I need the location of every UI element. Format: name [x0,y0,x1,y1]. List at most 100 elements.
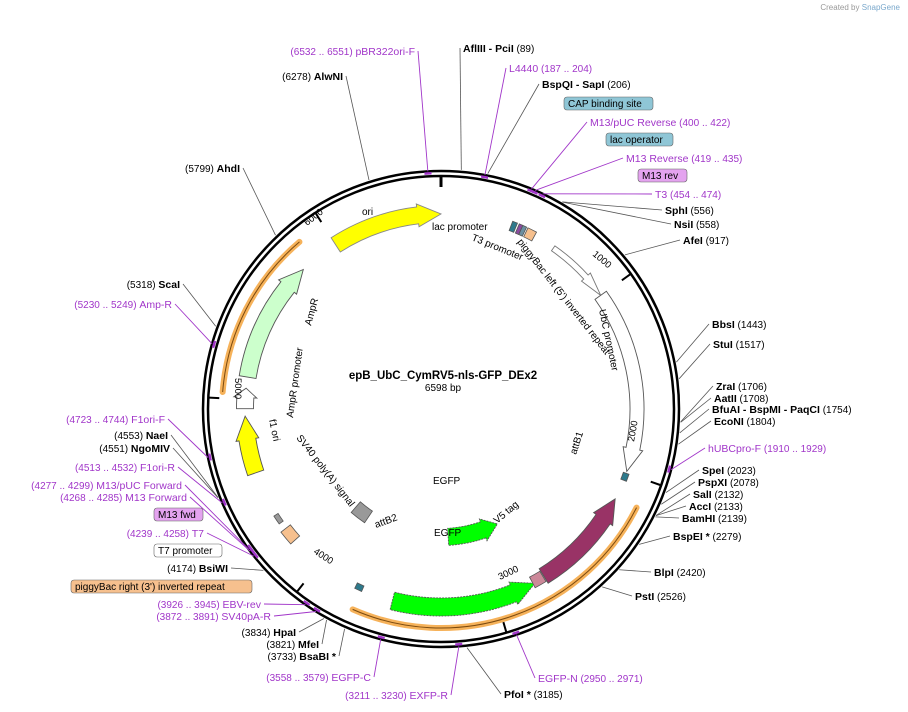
site-name: SalI [693,489,712,501]
site-name: AhdI [217,163,240,175]
primer-name: F1ori-R [140,462,175,474]
feature-label-ampr-promoter: AmpR promoter [285,346,306,418]
primer-leader-1 [484,67,507,176]
feature-label-egfp-outer: EGFP [434,528,462,539]
primer-leader-11 [206,532,255,557]
plasmid-size: 6598 bp [425,383,462,394]
ampr-arrow [238,268,304,380]
site-label-7: ZraI (1706) [716,381,767,393]
site-pos: (917) [703,236,729,247]
primer-leader-6 [516,634,536,679]
site-pos: (3185) [531,690,563,701]
primer-mark-5 [667,465,672,473]
tick-label-1000: 1000 [590,249,613,271]
primer-label-1: L4440 (187 .. 204) [509,63,592,75]
primer-label-7: (3211 .. 3230) EXFP-R [345,690,448,702]
egfp-outer-arrow [389,581,536,617]
cymr-arrow [538,498,616,584]
site-pos: (206) [604,80,630,91]
primer-label-4: T3 (454 .. 474) [655,189,721,201]
leader-24 [172,447,219,498]
site-name: ZraI [716,381,735,393]
primer-range: (3211 .. 3230) [345,691,409,702]
site-name: NgoMIV [131,443,170,455]
site-name: HpaI [273,627,296,639]
cap-binding-site-label: CAP binding site [568,99,642,110]
tick-label-3000: 3000 [497,564,521,583]
site-pos: (1517) [733,340,765,351]
primer-name: EBV-rev [222,599,261,611]
site-pos: (1706) [735,382,767,393]
feature-label-lac-promoter: lac promoter [432,222,488,233]
primer-leader-8 [373,639,382,678]
site-name: PfoI * [504,689,532,701]
site-label-9: BfuAI - BspMI - PaqCI (1754) [712,404,852,416]
site-label-24: (4551) NgoMIV [99,443,170,455]
backbone-inner-ring [206,174,676,644]
primer-label-3: M13 Reverse (419 .. 435) [626,153,742,165]
primer-name: pBR322ori-F [355,46,415,58]
site-label-23: (4174) BsiWI [167,563,228,575]
site-name: BsiWI [199,563,228,575]
site-label-3: NsiI (558) [674,219,719,231]
primer-label-11: (4239 .. 4258) T7 [127,528,204,540]
site-name: PstI [635,591,654,603]
feature-label-attb2: attB2 [373,512,399,530]
site-name: AflIII [463,43,486,55]
leader-3 [562,201,672,225]
site-name: PspXI [698,477,727,489]
site-label-4: AfeI (917) [683,235,729,247]
primer-leader-3 [534,157,624,191]
primer-range: (4239 .. 4258) [127,529,192,540]
site-name2: - PciI [486,43,514,55]
primer-name: EXFP-R [409,690,448,702]
m13-fwd-label: M13 fwd [158,510,196,521]
site-pos: (4174) [167,564,199,575]
site-pos: (1754) [820,405,852,416]
site-name: AccI [689,501,711,513]
primer-mark-8 [377,635,385,640]
highlight-arc-ampr-core [222,241,300,393]
plasmid-name: epB_UbC_CymRV5-nls-GFP_DEx2 [349,370,537,382]
primer-leader-2 [531,121,588,190]
feature-label-v5-tag: V5 tag [492,499,521,526]
site-pos: (558) [693,220,719,231]
primer-mark-1 [480,175,489,179]
ubc-promoter-arrow [594,290,645,473]
site-label-6: StuI (1517) [713,339,765,351]
primer-label-6: EGFP-N (2950 .. 2971) [538,673,643,685]
tick-marks [209,177,661,632]
leader-9 [679,408,710,434]
primer-range: (4277 .. 4299) [31,481,96,492]
site-pos: (2132) [712,490,744,501]
t3-promoter-block [523,227,538,242]
leader-16 [639,535,671,545]
feature-label-f1ori: f1 ori [266,418,281,442]
snapgene-logo-text: SnapGene [861,3,900,12]
site-label-13: SalI (2132) [693,489,743,501]
primer-label-15: (4723 .. 4744) F1ori-F [66,414,165,426]
site-pos: (2139) [715,514,747,525]
site-name: BbsI [712,319,735,331]
site-pos: (2279) [710,532,742,543]
primer-name: EGFP-C [331,672,371,684]
feature-label-attb1: attB1 [568,430,586,456]
primer-mark-14 [221,498,227,506]
t7-promoter-box: T7 promoter [153,543,223,558]
primer-label-5: hUBCpro-F (1910 .. 1929) [708,443,826,455]
primer-range: (419 .. 435) [688,154,742,165]
primer-label-10: (3926 .. 3945) EBV-rev [157,599,261,611]
leader-7 [680,385,714,423]
primer-leader-14 [177,466,223,504]
leader-25 [170,434,219,498]
site-name: SpeI [702,465,724,477]
primer-leader-12 [189,496,251,552]
site-label-11: SpeI (2023) [702,465,756,477]
site-pos: (2023) [724,466,756,477]
attb2-block [354,582,365,592]
primer-leader-lines [167,50,706,696]
feature-label-ampr: AmpR [303,297,321,327]
lac-operator-label: lac operator [610,135,663,146]
site-label-15: BamHI (2139) [682,513,747,525]
primer-range: (6532 .. 6551) [290,47,355,58]
